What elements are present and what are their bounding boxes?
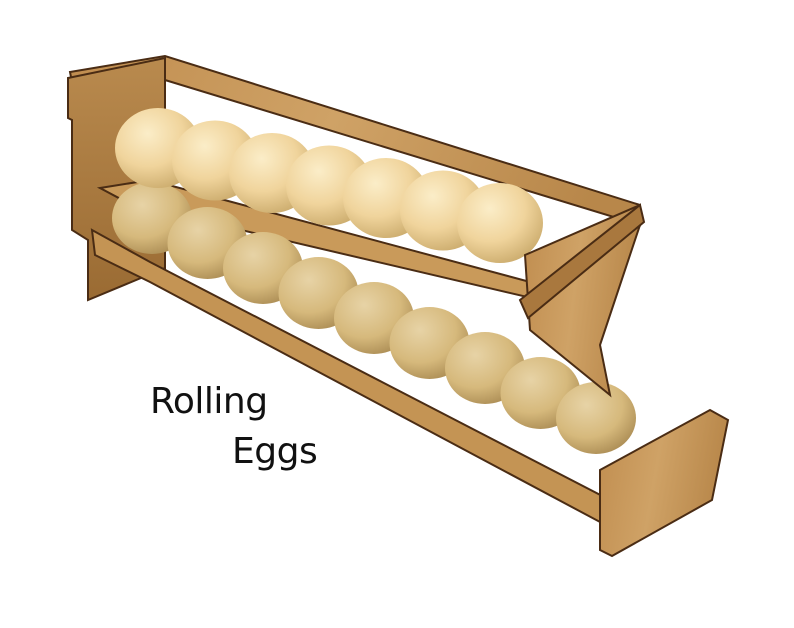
caption-line-rolling: Rolling [150, 381, 268, 422]
lower-egg-row [112, 182, 636, 454]
upper-shelf-front-lip [518, 203, 646, 320]
caption-line-eggs: Eggs [232, 431, 318, 472]
egg [457, 183, 543, 263]
front-stop-panel [599, 408, 730, 558]
egg [556, 382, 636, 454]
upper-egg-row [115, 108, 543, 263]
